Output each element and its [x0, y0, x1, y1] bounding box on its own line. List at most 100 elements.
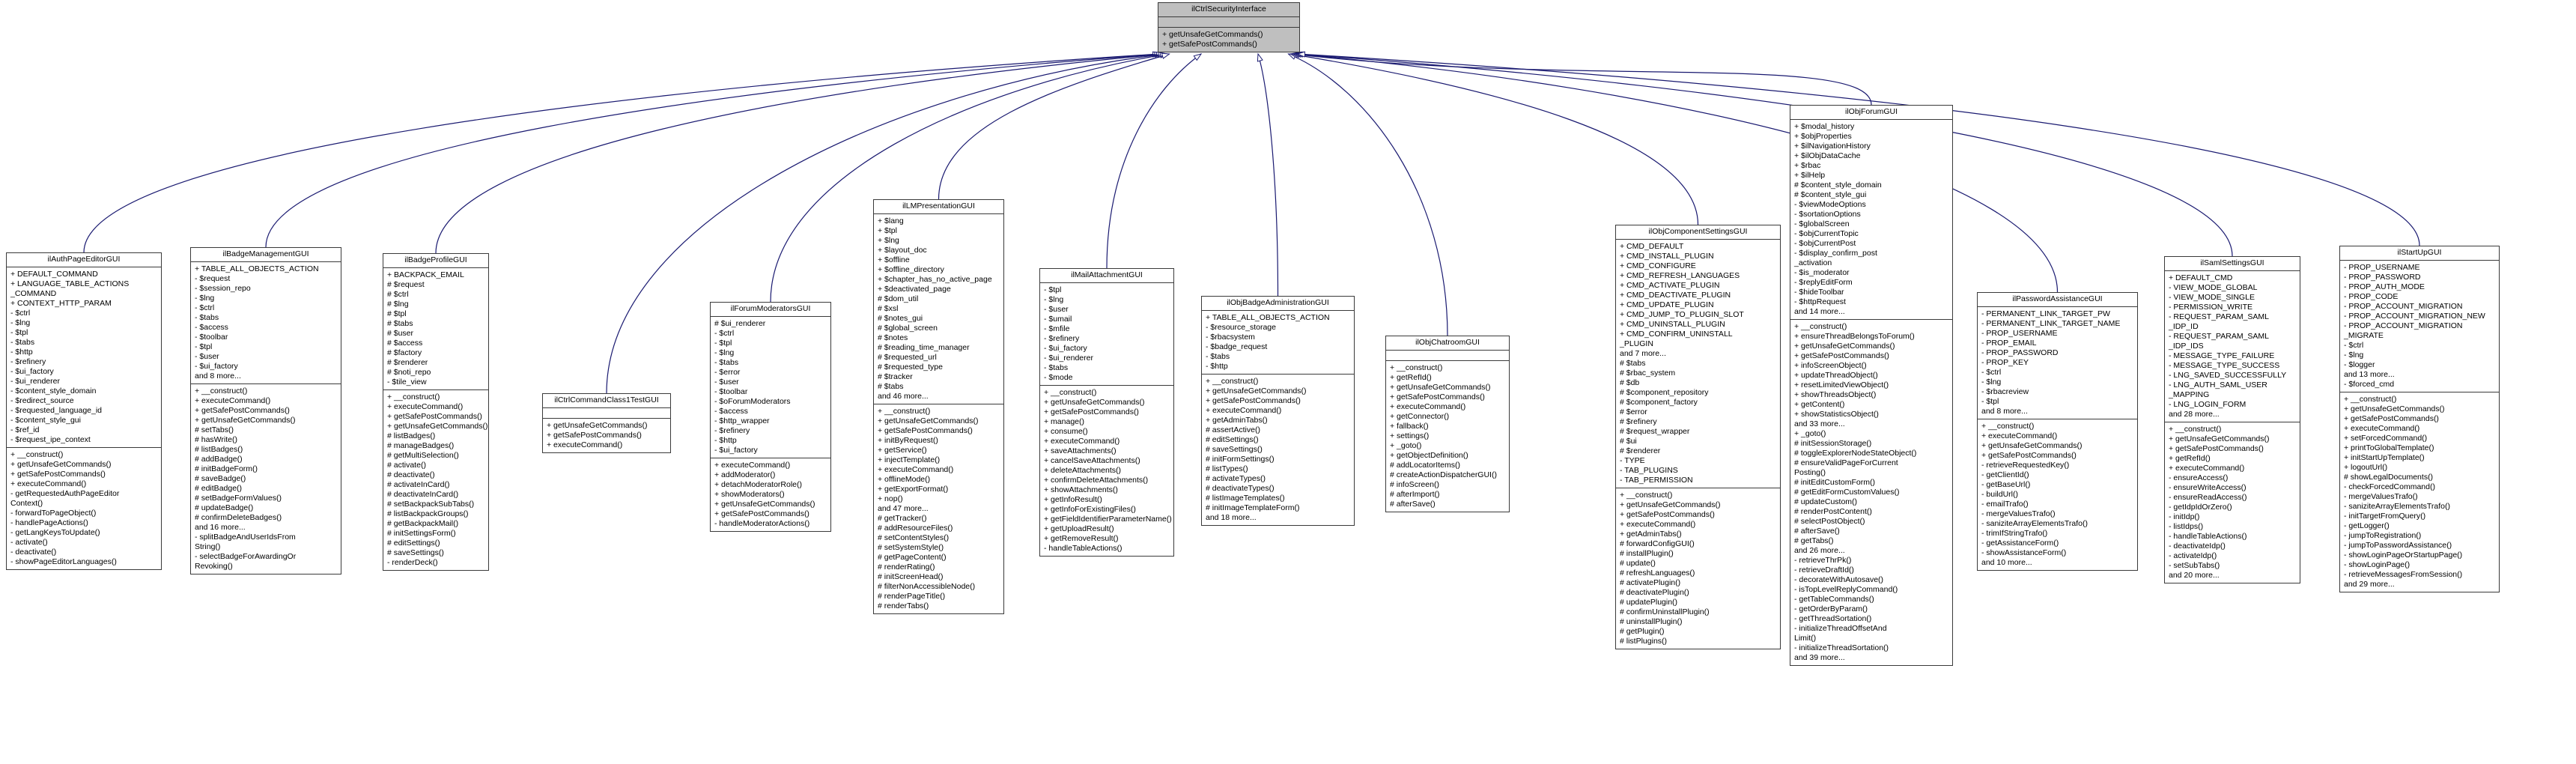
class-node-ilSamlSettingsGUI[interactable]: ilSamlSettingsGUI+ DEFAULT_CMD- VIEW_MOD…: [2164, 256, 2300, 583]
attribute-line: - REQUEST_PARAM_SAML: [2169, 312, 2270, 321]
method-line: # renderTabs(): [878, 601, 929, 610]
class-node-ilForumModeratorsGUI[interactable]: ilForumModeratorsGUI# $ui_renderer- $ctr…: [710, 302, 831, 532]
method-line: # setBackpackSubTabs(): [387, 500, 475, 509]
method-line: # editSettings(): [1206, 435, 1259, 444]
inheritance-edge-ilBadgeProfileGUI: [435, 54, 1164, 254]
method-line: + __construct(): [1620, 491, 1673, 500]
method-line: # setBadgeFormValues(): [195, 494, 282, 503]
method-line: + setForcedCommand(): [2344, 434, 2428, 443]
method-line: - mergeValuesTrafo(): [1981, 509, 2056, 518]
method-line: + cancelSaveAttachments(): [1044, 456, 1140, 465]
class-node-ilObjComponentSettingsGUI[interactable]: ilObjComponentSettingsGUI+ CMD_DEFAULT+ …: [1615, 225, 1781, 649]
attribute-line: + CMD_UPDATE_PLUGIN: [1620, 300, 1714, 309]
method-line: # saveSettings(): [387, 548, 444, 557]
method-line: - showLoginPage(): [2344, 560, 2411, 569]
method-line: - trimIfStringTrafo(): [1981, 529, 2048, 538]
method-line: # deactivateInCard(): [387, 490, 459, 499]
attribute-line: and 28 more...: [2169, 410, 2220, 419]
method-line: + consume(): [1044, 427, 1088, 436]
attribute-line: _MIGRATE: [2344, 331, 2384, 340]
class-node-ilCtrlSecurityInterface[interactable]: ilCtrlSecurityInterface+ getUnsafeGetCom…: [1158, 2, 1300, 52]
method-line: # getEditFormCustomValues(): [1794, 488, 1900, 497]
attribute-line: - $session_repo: [195, 284, 251, 293]
method-line: and 26 more...: [1794, 546, 1845, 555]
attribute-line: - $ui_factory: [1044, 344, 1087, 353]
attributes-section: + $modal_history+ $objProperties+ $ilNav…: [1790, 120, 1952, 320]
method-line: + getSafePostCommands(): [1162, 40, 1257, 49]
method-line: # editBadge(): [195, 484, 243, 493]
method-line: and 39 more...: [1794, 653, 1845, 662]
methods-section: + __construct()+ getUnsafeGetCommands()+…: [2165, 422, 2300, 583]
method-line: + offlineMode(): [878, 475, 931, 484]
class-node-ilLMPresentationGUI[interactable]: ilLMPresentationGUI+ $lang+ $tpl+ $lng+ …: [873, 199, 1004, 614]
method-line: - renderDeck(): [387, 558, 438, 567]
attribute-line: and 13 more...: [2344, 370, 2395, 379]
method-line: and 29 more...: [2344, 580, 2395, 589]
method-line: Limit(): [1794, 634, 1817, 643]
attribute-line: - $refinery: [10, 357, 46, 366]
method-line: - showPageEditorLanguages(): [10, 557, 117, 566]
method-line: - deactivateIdp(): [2169, 542, 2226, 551]
method-line: + getSafePostCommands(): [1981, 451, 2077, 460]
method-line: + executeCommand(): [878, 465, 954, 474]
method-line: # initFormSettings(): [1206, 455, 1275, 464]
method-line: + initStartUpTemplate(): [2344, 453, 2425, 462]
attribute-line: + $lang: [878, 216, 904, 225]
class-node-ilBadgeProfileGUI[interactable]: ilBadgeProfileGUI+ BACKPACK_EMAIL# $requ…: [383, 253, 489, 571]
class-title: ilForumModeratorsGUI: [711, 303, 830, 317]
method-line: + getUploadResult(): [1044, 524, 1114, 533]
attribute-line: # $content_style_domain: [1794, 181, 1882, 190]
method-line: + __construct(): [195, 386, 248, 395]
class-node-ilAuthPageEditorGUI[interactable]: ilAuthPageEditorGUI+ DEFAULT_COMMAND+ LA…: [6, 252, 162, 570]
class-node-ilPasswordAssistanceGUI[interactable]: ilPasswordAssistanceGUI- PERMANENT_LINK_…: [1977, 292, 2138, 571]
attributes-section: + BACKPACK_EMAIL# $request# $ctrl# $lng#…: [383, 268, 488, 390]
method-line: + initByRequest(): [878, 436, 938, 445]
attribute-line: - $tpl: [10, 328, 28, 337]
class-node-ilCtrlCommandClass1TestGUI[interactable]: ilCtrlCommandClass1TestGUI+ getUnsafeGet…: [542, 393, 671, 453]
method-line: + getSafePostCommands(): [1206, 396, 1301, 405]
method-line: # saveBadge(): [195, 474, 246, 483]
attribute-line: _IDP_ID: [2169, 322, 2199, 331]
method-line: + showStatisticsObject(): [1794, 410, 1879, 419]
method-line: # editSettings(): [387, 539, 440, 548]
attribute-line: - TYPE: [1620, 456, 1645, 465]
method-line: + executeCommand(): [195, 396, 271, 405]
attribute-line: - $rbacsystem: [1206, 333, 1255, 342]
methods-section: + __construct()+ getUnsafeGetCommands()+…: [2340, 392, 2499, 592]
class-node-ilStartUpGUI[interactable]: ilStartUpGUI- PROP_USERNAME- PROP_PASSWO…: [2339, 246, 2500, 592]
attribute-line: + CONTEXT_HTTP_PARAM: [10, 299, 112, 308]
method-line: # listBadges(): [387, 431, 436, 440]
method-line: # manageBadges(): [387, 441, 455, 450]
method-line: - getClientId(): [1981, 470, 2029, 479]
method-line: - getAssistanceForm(): [1981, 539, 2059, 548]
attributes-section: + TABLE_ALL_OBJECTS_ACTION- $resource_st…: [1202, 311, 1354, 375]
method-line: # listTypes(): [1206, 464, 1248, 473]
class-node-ilObjForumGUI[interactable]: ilObjForumGUI+ $modal_history+ $objPrope…: [1790, 105, 1953, 666]
attribute-line: - PROP_AUTH_MODE: [2344, 282, 2425, 291]
method-line: - getThreadSortation(): [1794, 614, 1872, 623]
method-line: + _goto(): [1794, 429, 1826, 438]
method-line: # update(): [1620, 559, 1656, 568]
class-node-ilBadgeManagementGUI[interactable]: ilBadgeManagementGUI+ TABLE_ALL_OBJECTS_…: [190, 247, 341, 574]
attribute-line: - $is_moderator: [1794, 268, 1850, 277]
class-node-ilMailAttachmentGUI[interactable]: ilMailAttachmentGUI- $tpl- $lng- $user- …: [1039, 268, 1174, 557]
methods-section: + getUnsafeGetCommands()+ getSafePostCom…: [1158, 28, 1299, 52]
attribute-line: + $lng: [878, 236, 899, 245]
class-title: ilBadgeProfileGUI: [383, 254, 488, 268]
attribute-line: - $badge_request: [1206, 342, 1268, 351]
attribute-line: - $ctrl: [2344, 341, 2364, 350]
method-line: - getOrderByParam(): [1794, 604, 1868, 613]
class-node-ilObjChatroomGUI[interactable]: ilObjChatroomGUI+ __construct()+ getRefI…: [1385, 336, 1510, 512]
class-node-ilObjBadgeAdministrationGUI[interactable]: ilObjBadgeAdministrationGUI+ TABLE_ALL_O…: [1201, 296, 1355, 526]
method-line: and 33 more...: [1794, 419, 1845, 428]
class-title: ilObjBadgeAdministrationGUI: [1202, 297, 1354, 311]
method-line: # getTracker(): [878, 514, 927, 523]
method-line: + getUnsafeGetCommands(): [1794, 342, 1895, 351]
method-line: + showThreadsObject(): [1794, 390, 1877, 399]
method-line: # listImageTemplates(): [1206, 494, 1285, 503]
method-line: and 10 more...: [1981, 558, 2032, 567]
attribute-line: + $ilHelp: [1794, 171, 1826, 180]
method-line: + getUnsafeGetCommands(): [1044, 398, 1145, 407]
attribute-line: + $offline_directory: [878, 265, 944, 274]
method-line: # initEditCustomForm(): [1794, 478, 1875, 487]
